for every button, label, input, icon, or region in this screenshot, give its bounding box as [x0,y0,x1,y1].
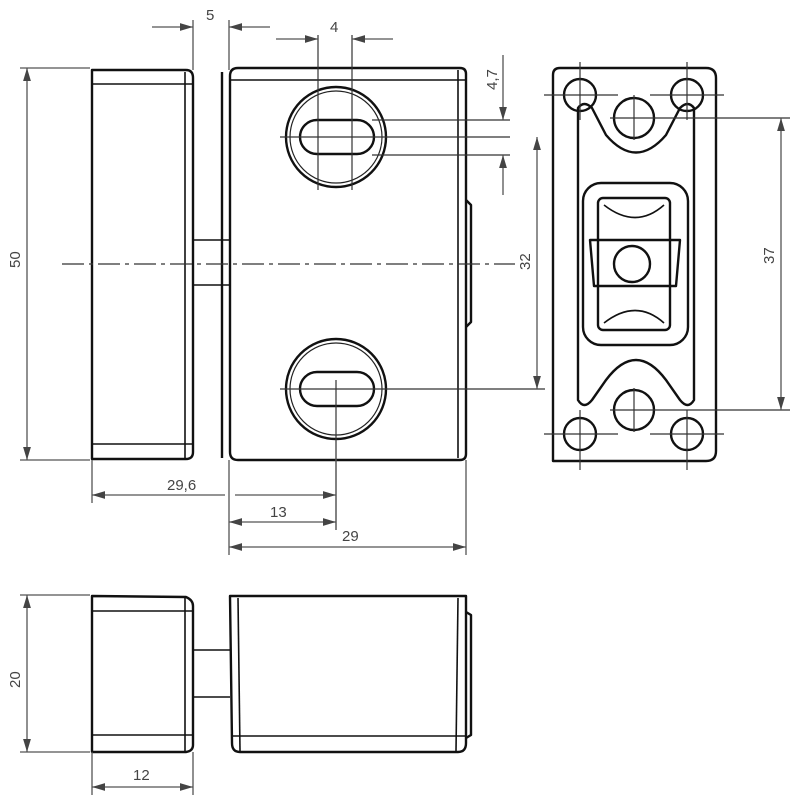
dim-knob-width: 12 [133,767,150,784]
dim-gap-top: 5 [206,7,214,24]
dim-body-width: 29 [342,528,359,545]
dim-depth: 20 [7,671,24,688]
knob-front [90,68,195,461]
upper-mounting-hole [280,35,510,190]
dim-overall-width: 29,6 [167,477,196,494]
dim-hole-spacing: 32 [517,253,534,270]
front-view [62,35,545,530]
dim-slot-offset: 4,7 [484,69,501,90]
dim-height-total: 50 [7,251,24,268]
dim-slot-width: 4 [330,19,338,36]
shaft-front [193,72,230,458]
end-view-plate [544,62,790,470]
dim-plate-hole-spacing: 37 [761,247,778,264]
bottom-view [90,594,473,754]
dim-slot-to-edge: 13 [270,504,287,521]
dimensions: 5 4 4,7 50 32 37 29,6 13 [7,7,785,795]
lower-mounting-hole [280,337,545,530]
